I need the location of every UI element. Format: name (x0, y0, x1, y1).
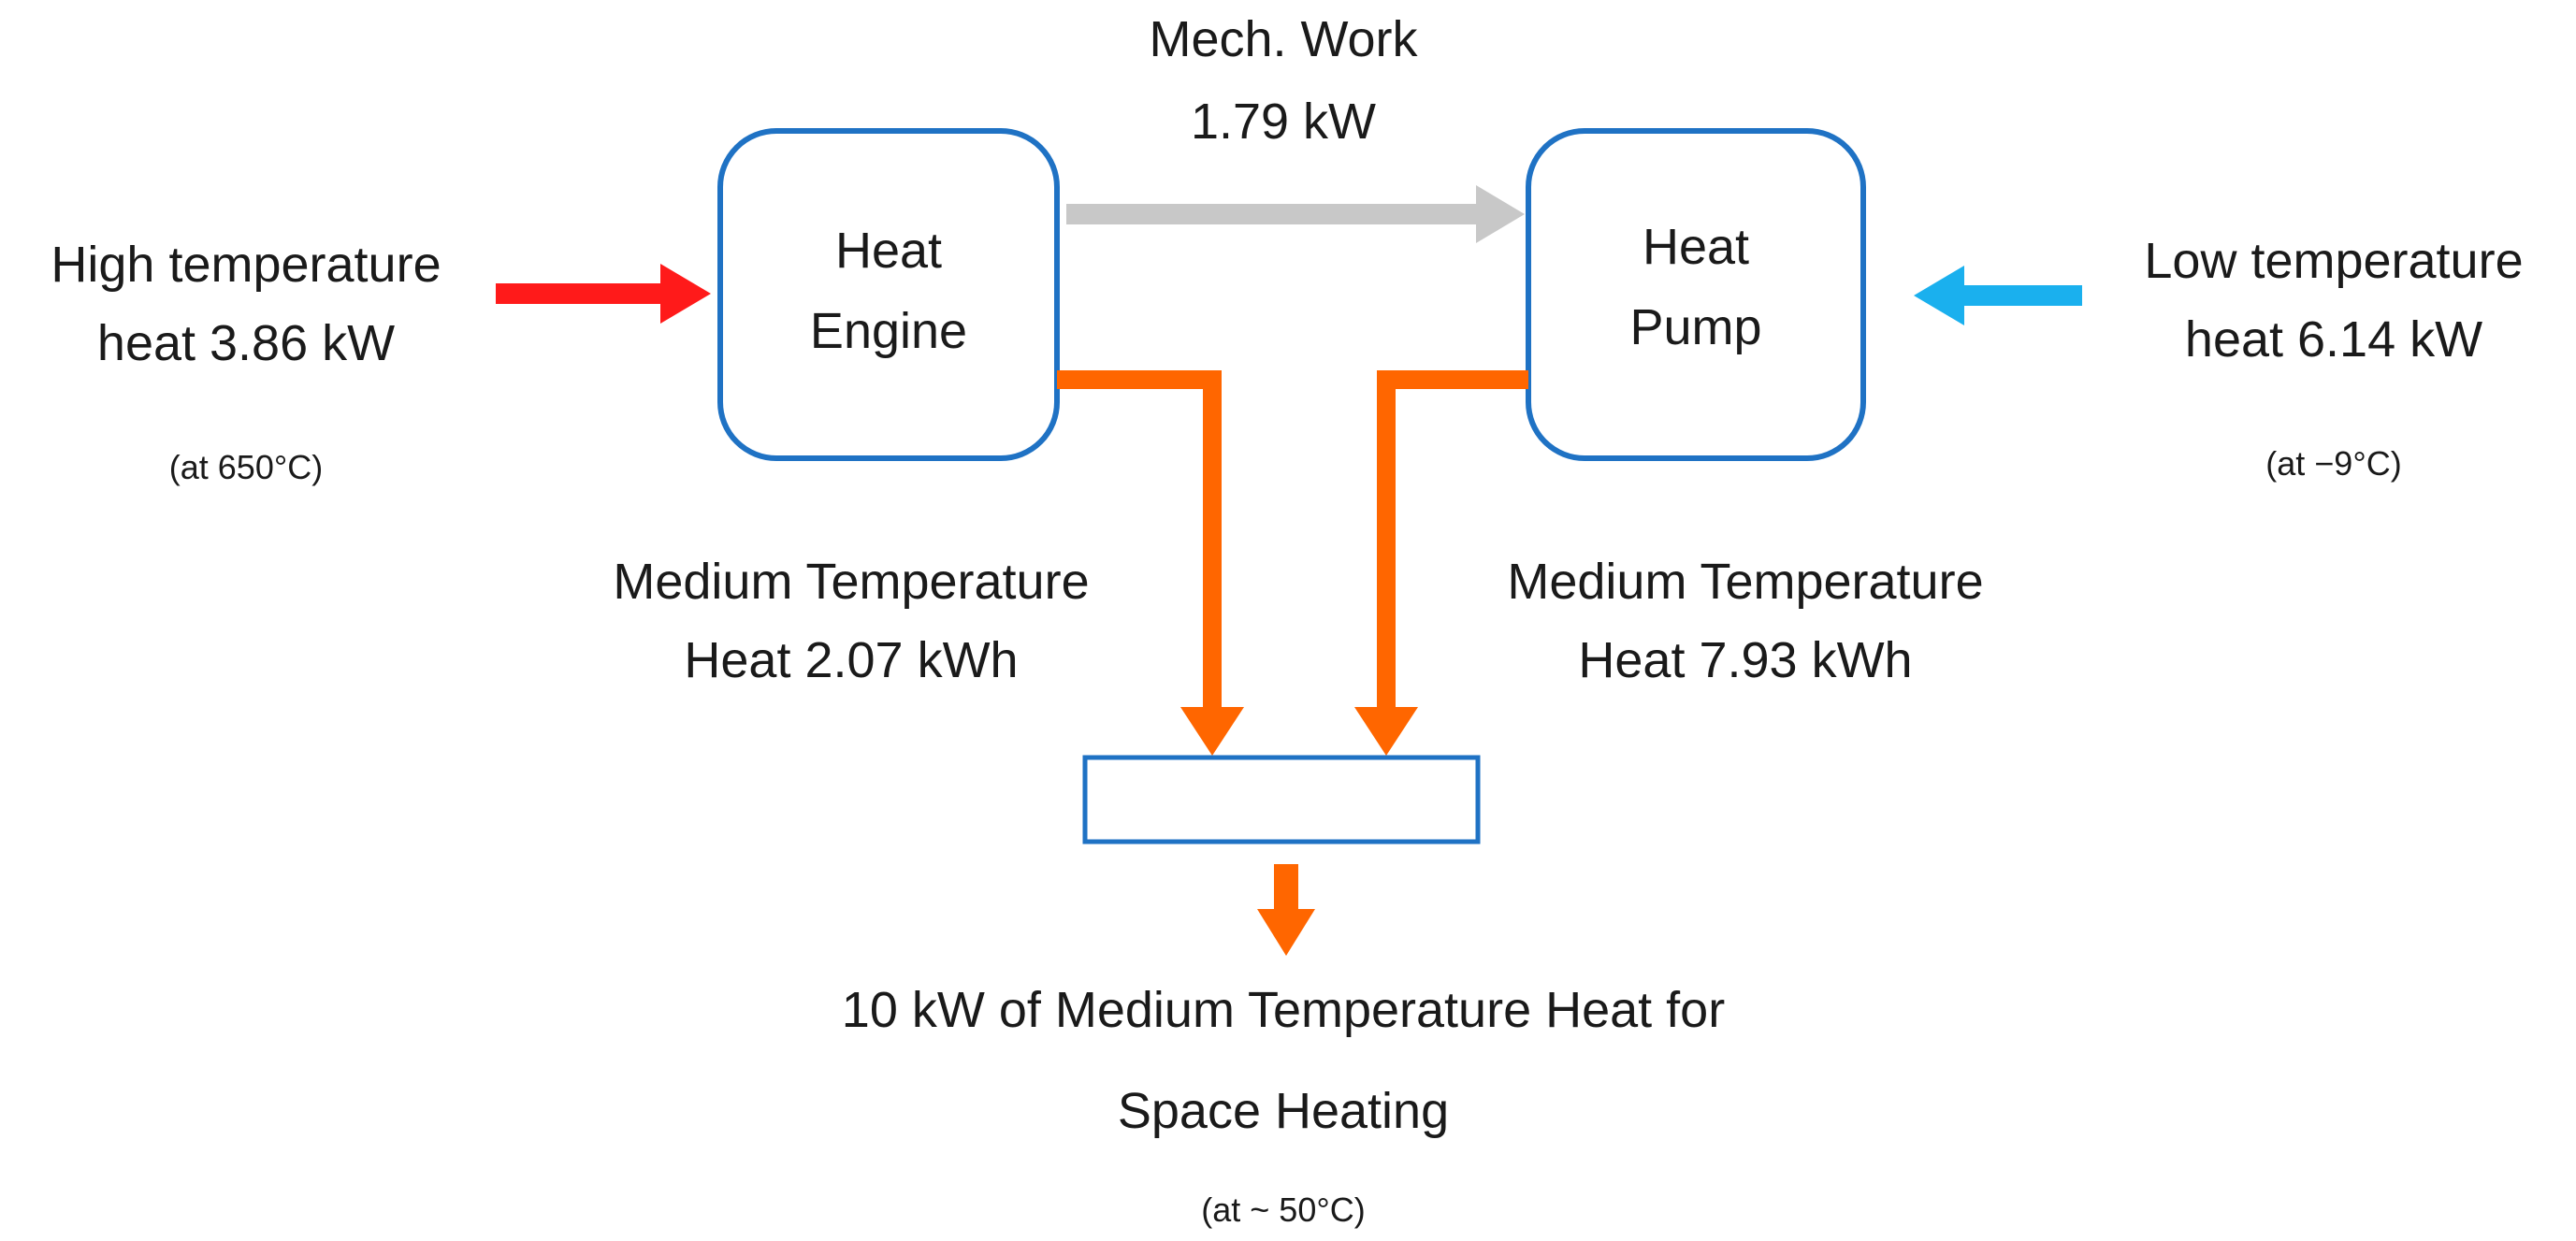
high-temp-label-line1: High temperature (51, 237, 441, 293)
high-temp-condition: (at 650°C) (169, 448, 323, 486)
heat-engine-box (717, 128, 1060, 461)
mech-work-arrow (1066, 185, 1525, 243)
work-label-line2: 1.79 kW (1191, 94, 1376, 150)
output-heat-arrow (1257, 864, 1315, 956)
medium-left-label-line1: Medium Temperature (613, 554, 1089, 610)
low-temp-label-line1: Low temperature (2144, 233, 2523, 289)
high-temp-label-line2: heat 3.86 kW (97, 315, 395, 371)
low-temp-condition: (at −9°C) (2265, 444, 2401, 483)
medium-heat-arrow-pump (1354, 370, 1528, 756)
heat-engine-label-line1: Heat (835, 223, 942, 279)
low-temp-label-line2: heat 6.14 kW (2185, 311, 2482, 368)
medium-heat-arrow-engine (1057, 370, 1244, 756)
heat-pump-box (1526, 128, 1866, 461)
heat-pump-label-line1: Heat (1643, 219, 1749, 275)
medium-right-label-line1: Medium Temperature (1507, 554, 1983, 610)
medium-left-label-line2: Heat 2.07 kWh (684, 632, 1018, 688)
work-label-line1: Mech. Work (1149, 11, 1418, 67)
medium-right-label-line2: Heat 7.93 kWh (1578, 632, 1912, 688)
heat-engine-label-line2: Engine (810, 303, 967, 359)
heat-pump-label-line2: Pump (1629, 299, 1761, 355)
high-temp-heat-arrow (496, 264, 711, 324)
low-temp-heat-arrow (1914, 266, 2082, 325)
output-label-line1: 10 kW of Medium Temperature Heat for (842, 982, 1725, 1038)
output-label-line2: Space Heating (1118, 1083, 1449, 1139)
output-condition: (at ~ 50°C) (1201, 1190, 1365, 1229)
heat-collector-box (1082, 755, 1481, 844)
